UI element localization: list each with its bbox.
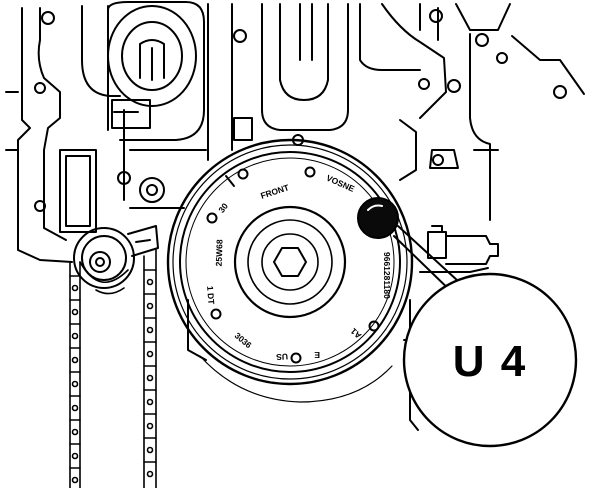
crankshaft-pulley bbox=[166, 138, 414, 403]
mark-30: 30 bbox=[216, 201, 230, 215]
mark-vosne: VOSNE bbox=[325, 173, 357, 194]
engine-block bbox=[5, 1, 585, 431]
pulley-markings: FRONT VOSNE 30 25W68 1 DT 3036 US E A1 9… bbox=[205, 173, 392, 363]
mark-e: E bbox=[314, 350, 320, 360]
u4-plug bbox=[357, 197, 399, 239]
hex-bolt bbox=[273, 247, 307, 277]
mark-front: FRONT bbox=[259, 182, 291, 201]
mark-3036: 3036 bbox=[233, 330, 254, 350]
timing-chain bbox=[69, 249, 157, 489]
callout-label: U 4 bbox=[453, 337, 527, 386]
mark-us: US bbox=[275, 351, 288, 362]
tensioner-pulley bbox=[73, 225, 159, 289]
mark-serial: 9661281180 bbox=[382, 252, 392, 299]
mark-25w68: 25W68 bbox=[214, 239, 225, 267]
mark-1dt: 1 DT bbox=[205, 286, 216, 306]
callout-circle bbox=[402, 272, 578, 448]
